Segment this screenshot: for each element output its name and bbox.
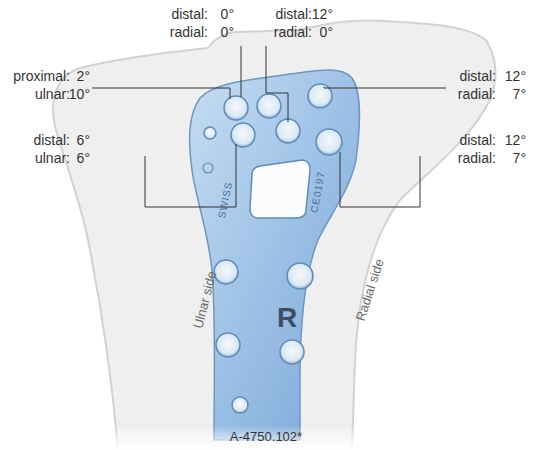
angle-value: 7° bbox=[513, 86, 526, 102]
plate-slot bbox=[250, 160, 310, 218]
angle-key: ulnar: bbox=[35, 86, 70, 102]
angle-key: ulnar: bbox=[35, 150, 70, 166]
angle-value: 0° bbox=[320, 24, 333, 40]
angle-key: proximal: bbox=[13, 68, 70, 84]
plate-logo bbox=[203, 163, 213, 173]
angle-value: 7° bbox=[513, 150, 526, 166]
bottom-fade bbox=[0, 330, 533, 450]
angle-value: 12° bbox=[312, 6, 333, 22]
side-letter: R bbox=[277, 303, 297, 333]
angle-key: radial: bbox=[170, 24, 208, 40]
part-number-caption: A-4750.102* bbox=[230, 429, 302, 445]
angle-value: 2° bbox=[77, 68, 90, 84]
angle-value: 12° bbox=[505, 68, 526, 84]
angle-key: distal: bbox=[171, 6, 208, 22]
leader-lines bbox=[92, 46, 446, 207]
angle-key: distal: bbox=[33, 132, 70, 148]
angle-value: 10° bbox=[69, 86, 90, 102]
angle-key: radial: bbox=[274, 24, 312, 40]
angle-key: distal: bbox=[459, 132, 496, 148]
angle-value: 0° bbox=[221, 6, 234, 22]
angle-key: radial: bbox=[458, 150, 496, 166]
angle-value: 6° bbox=[77, 132, 90, 148]
angle-key: distal: bbox=[459, 68, 496, 84]
angle-value: 6° bbox=[77, 150, 90, 166]
angle-value: 0° bbox=[221, 24, 234, 40]
angle-value: 12° bbox=[505, 132, 526, 148]
angle-key: radial: bbox=[458, 86, 496, 102]
angle-key: distal: bbox=[275, 6, 312, 22]
